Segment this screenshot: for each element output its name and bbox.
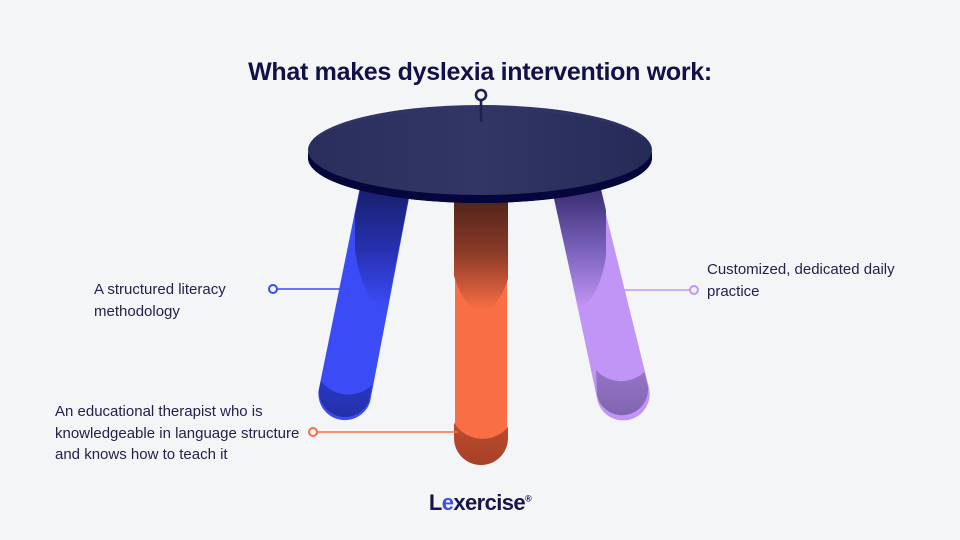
- page-title: What makes dyslexia intervention work:: [248, 58, 712, 86]
- lexercise-logo: Lexercise®: [0, 490, 960, 516]
- connector-daily-practice: [618, 285, 699, 295]
- seat-pin-icon: [474, 88, 488, 122]
- callout-daily-practice: Customized, dedicated daily practice: [707, 261, 895, 300]
- callout-educational-therapist: An educational therapist who is knowledg…: [55, 403, 300, 463]
- registered-trademark-icon: ®: [525, 493, 532, 504]
- callout-structured-literacy: A structured literacy methodology: [94, 281, 226, 320]
- logo-suffix: xercise: [453, 490, 526, 515]
- logo-accent-letter: e: [441, 490, 454, 515]
- connector-educational-therapist: [308, 427, 458, 437]
- connector-structured-literacy: [268, 284, 352, 294]
- stool-leg-left: [318, 182, 410, 421]
- stool-leg-center: [454, 182, 508, 465]
- stool-leg-right: [551, 182, 650, 421]
- stool-seat: [308, 105, 652, 203]
- logo-prefix: L: [428, 490, 442, 515]
